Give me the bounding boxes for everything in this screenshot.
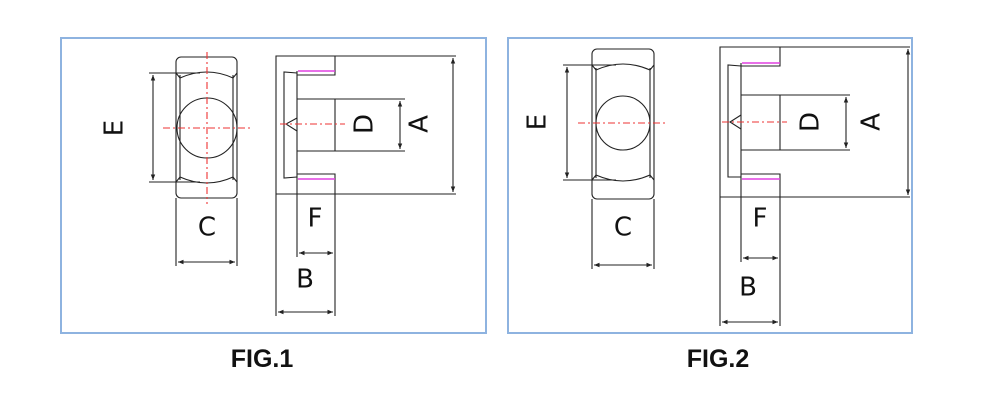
label-b: B <box>739 273 757 303</box>
figure-1-frame <box>60 37 487 334</box>
label-d: D <box>796 112 826 132</box>
label-c: C <box>198 213 216 243</box>
label-d: D <box>350 114 380 134</box>
figure-2-caption: FIG.2 <box>687 345 750 373</box>
front-view: E C <box>523 48 668 269</box>
front-view: E C <box>100 52 251 266</box>
figure-2-frame <box>507 37 913 334</box>
figure-1: E C D A F B <box>60 37 487 334</box>
label-f: F <box>753 204 768 234</box>
label-e: E <box>523 114 553 130</box>
figure-2: E C D A F B <box>507 37 913 334</box>
side-view: D A F B <box>719 46 911 326</box>
figure-1-caption: FIG.1 <box>231 345 294 373</box>
nut-body <box>591 48 655 200</box>
label-b: B <box>296 265 314 295</box>
label-f: F <box>308 204 323 234</box>
label-a: A <box>857 113 887 131</box>
label-c: C <box>614 213 632 243</box>
label-a: A <box>405 115 435 133</box>
label-e: E <box>100 120 130 136</box>
side-view: D A F B <box>275 55 456 316</box>
